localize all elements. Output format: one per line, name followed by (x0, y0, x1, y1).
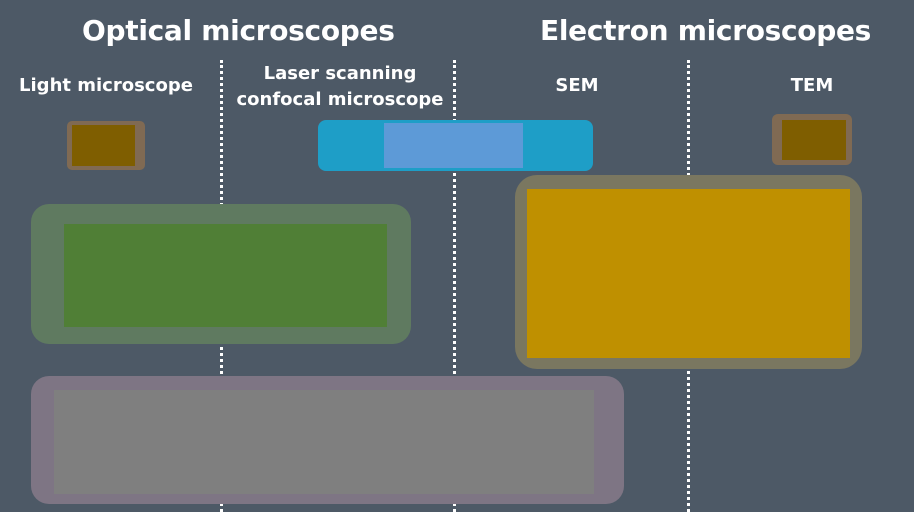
electron-microscopes-heading: Electron microscopes (540, 14, 872, 47)
light-microscope-range-core (72, 125, 135, 166)
sem-label: SEM (555, 75, 599, 96)
light-microscope-range-box (67, 121, 145, 170)
confocal-range-core (384, 123, 523, 168)
light-microscope-label: Light microscope (19, 75, 193, 96)
green-range-core (64, 224, 387, 327)
green-range-box (31, 204, 411, 344)
gray-range-core (54, 390, 594, 494)
tem-label: TEM (790, 75, 834, 96)
gold-range-core (527, 189, 850, 358)
gold-range-box (515, 175, 862, 369)
divider-confocal-sem (453, 60, 456, 512)
laser-label-line-2: confocal microscope (236, 89, 444, 110)
laser-scanning-confocal-microscope-label: Laser scanning confocal microscope (226, 61, 454, 113)
laser-label-line-1: Laser scanning (263, 63, 417, 84)
gray-range-box (31, 376, 624, 504)
optical-microscopes-heading: Optical microscopes (82, 14, 395, 47)
tem-range-core (782, 120, 846, 160)
confocal-range-bar (318, 120, 593, 171)
tem-range-box (772, 114, 852, 165)
